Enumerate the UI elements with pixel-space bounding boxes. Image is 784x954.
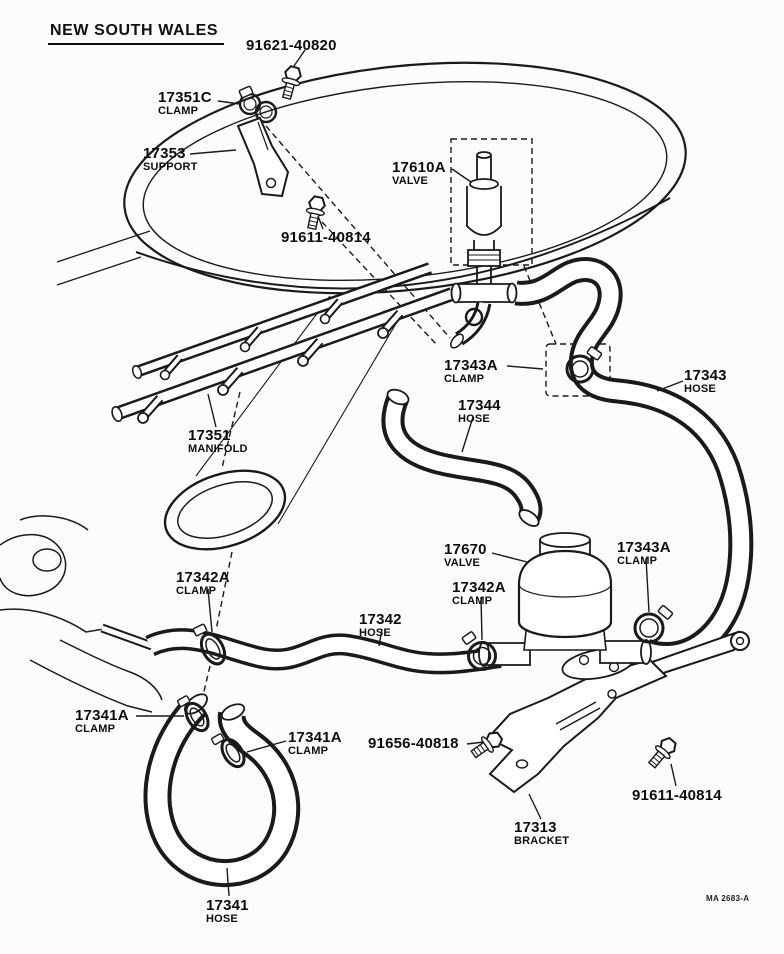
clamp-17342a-mid xyxy=(461,631,497,671)
part-label-91611-40814-top: 91611-40814 xyxy=(281,229,371,246)
hose-stub-under-valve xyxy=(450,301,492,349)
air-horn-oval xyxy=(163,469,287,551)
hose-17341 xyxy=(143,693,301,888)
bolt-91656-40818 xyxy=(470,731,504,759)
part-label-91656-40818: 91656-40818 xyxy=(368,735,459,752)
hose-17343 xyxy=(514,257,754,667)
bolt-91621-40820 xyxy=(281,65,302,101)
projection-lines xyxy=(195,295,405,525)
clamp-17343a-right xyxy=(633,604,674,644)
drawing-number: MA 2683-A xyxy=(706,894,750,903)
part-label-91621-40820: 91621-40820 xyxy=(246,37,337,54)
hose-17344 xyxy=(381,388,543,527)
clamp-17343a-top xyxy=(565,346,603,384)
check-valve-17610a xyxy=(450,151,518,304)
clamp-17351c xyxy=(238,85,278,124)
clamp-17342a-left xyxy=(192,623,227,666)
bolt-91611-40814-bottom xyxy=(647,736,677,769)
part-label-91611-40814-bottom: 91611-40814 xyxy=(632,787,722,804)
manifold-nozzles xyxy=(137,298,404,424)
hose-17342 xyxy=(100,623,502,675)
bracket-17313 xyxy=(486,630,750,794)
region-title: NEW SOUTH WALES xyxy=(48,22,225,45)
bolt-91611-40814-top xyxy=(305,195,326,231)
leader-lines xyxy=(136,49,684,897)
clamp-17341a-left xyxy=(177,695,210,733)
valve-17670 xyxy=(478,532,652,681)
support-17353 xyxy=(236,116,290,198)
engine-ghost xyxy=(0,515,163,713)
clamp-17341a-right xyxy=(211,733,246,769)
manifold-17351 xyxy=(111,262,455,424)
